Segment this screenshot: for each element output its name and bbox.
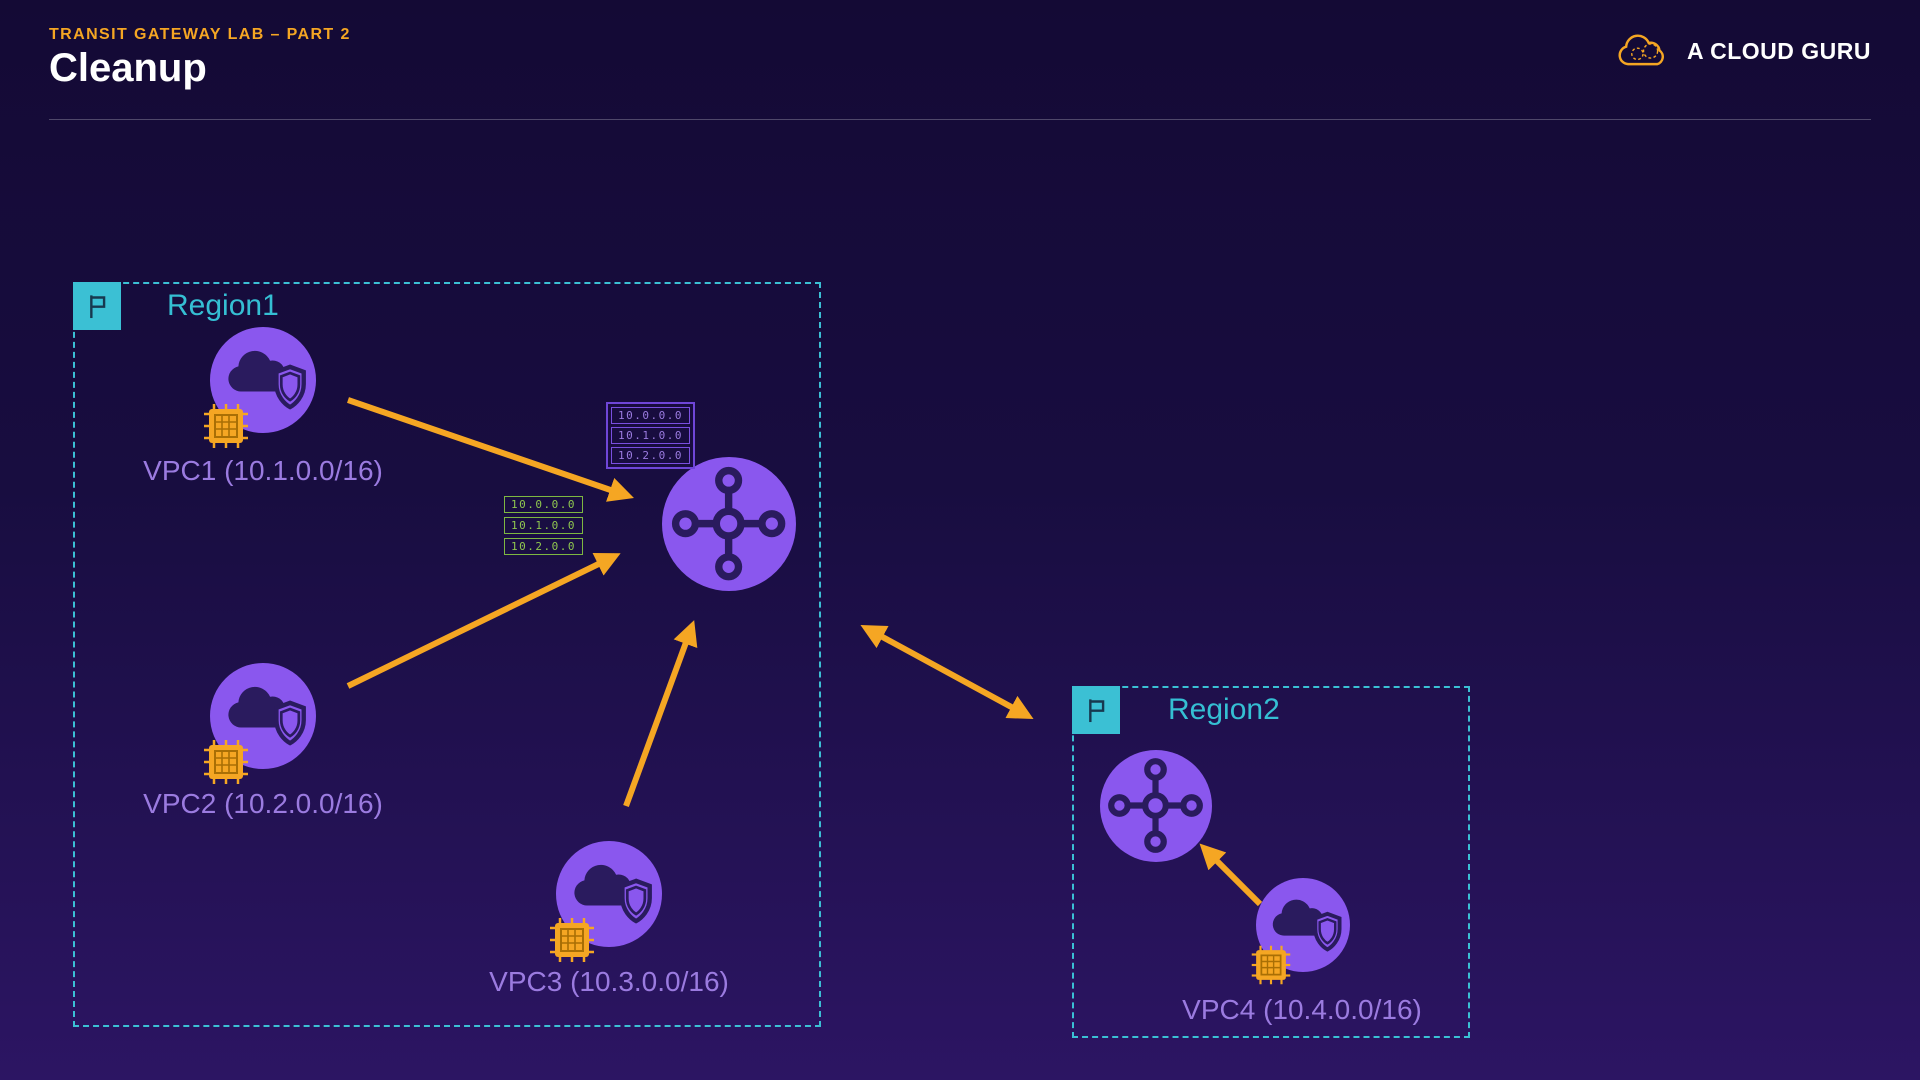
region2-label: Region2 [1168,693,1280,726]
vpc1-label: VPC1 (10.1.0.0/16) [143,455,383,486]
cloud-logo-icon [1613,30,1675,72]
vpc1-icon [210,327,316,433]
tgw-route-table: 10.0.0.0 10.1.0.0 10.2.0.0 [606,402,695,469]
route-entry: 10.0.0.0 [611,407,690,424]
cloud-shield-icon [228,687,307,746]
vpc4-label: VPC4 (10.4.0.0/16) [1182,994,1422,1025]
vpc2-label: VPC2 (10.2.0.0/16) [143,788,383,819]
network-hub-icon [1108,758,1204,854]
network-hub-icon [672,467,786,581]
route-entry: 10.1.0.0 [611,427,690,444]
transit-gateway2-icon [1100,750,1212,862]
cloud-shield-icon [574,865,653,924]
region1-label: Region1 [167,289,279,322]
vpc1-chip-icon [202,402,250,450]
vpc2-icon [210,663,316,769]
transit-gateway1-icon [662,457,796,591]
vpc3-chip-icon [548,916,596,964]
route-entry: 10.2.0.0 [504,538,583,555]
header-divider [49,119,1871,120]
cloud-shield-icon [228,351,307,410]
arrow-tgw1-peering-region2 [860,624,1034,720]
region1-flag-icon [73,282,121,330]
vpc2-chip-icon [202,738,250,786]
region2-boundary: Region2 [1072,686,1470,1038]
lab-eyebrow: TRANSIT GATEWAY LAB – PART 2 [49,26,351,43]
route-entry: 10.0.0.0 [504,496,583,513]
vpc-route-table: 10.0.0.0 10.1.0.0 10.2.0.0 [504,496,583,555]
route-entry: 10.2.0.0 [611,447,690,464]
page-title: Cleanup [49,46,207,90]
region1-boundary: Region1 [73,282,821,1027]
brand-logo: A CLOUD GURU [1613,30,1871,72]
route-entry: 10.1.0.0 [504,517,583,534]
vpc4-chip-icon [1250,944,1292,986]
cloud-shield-icon [1272,899,1342,952]
brand-name: A CLOUD GURU [1686,37,1871,64]
vpc3-label: VPC3 (10.3.0.0/16) [489,966,729,997]
region2-flag-icon [1072,686,1120,734]
